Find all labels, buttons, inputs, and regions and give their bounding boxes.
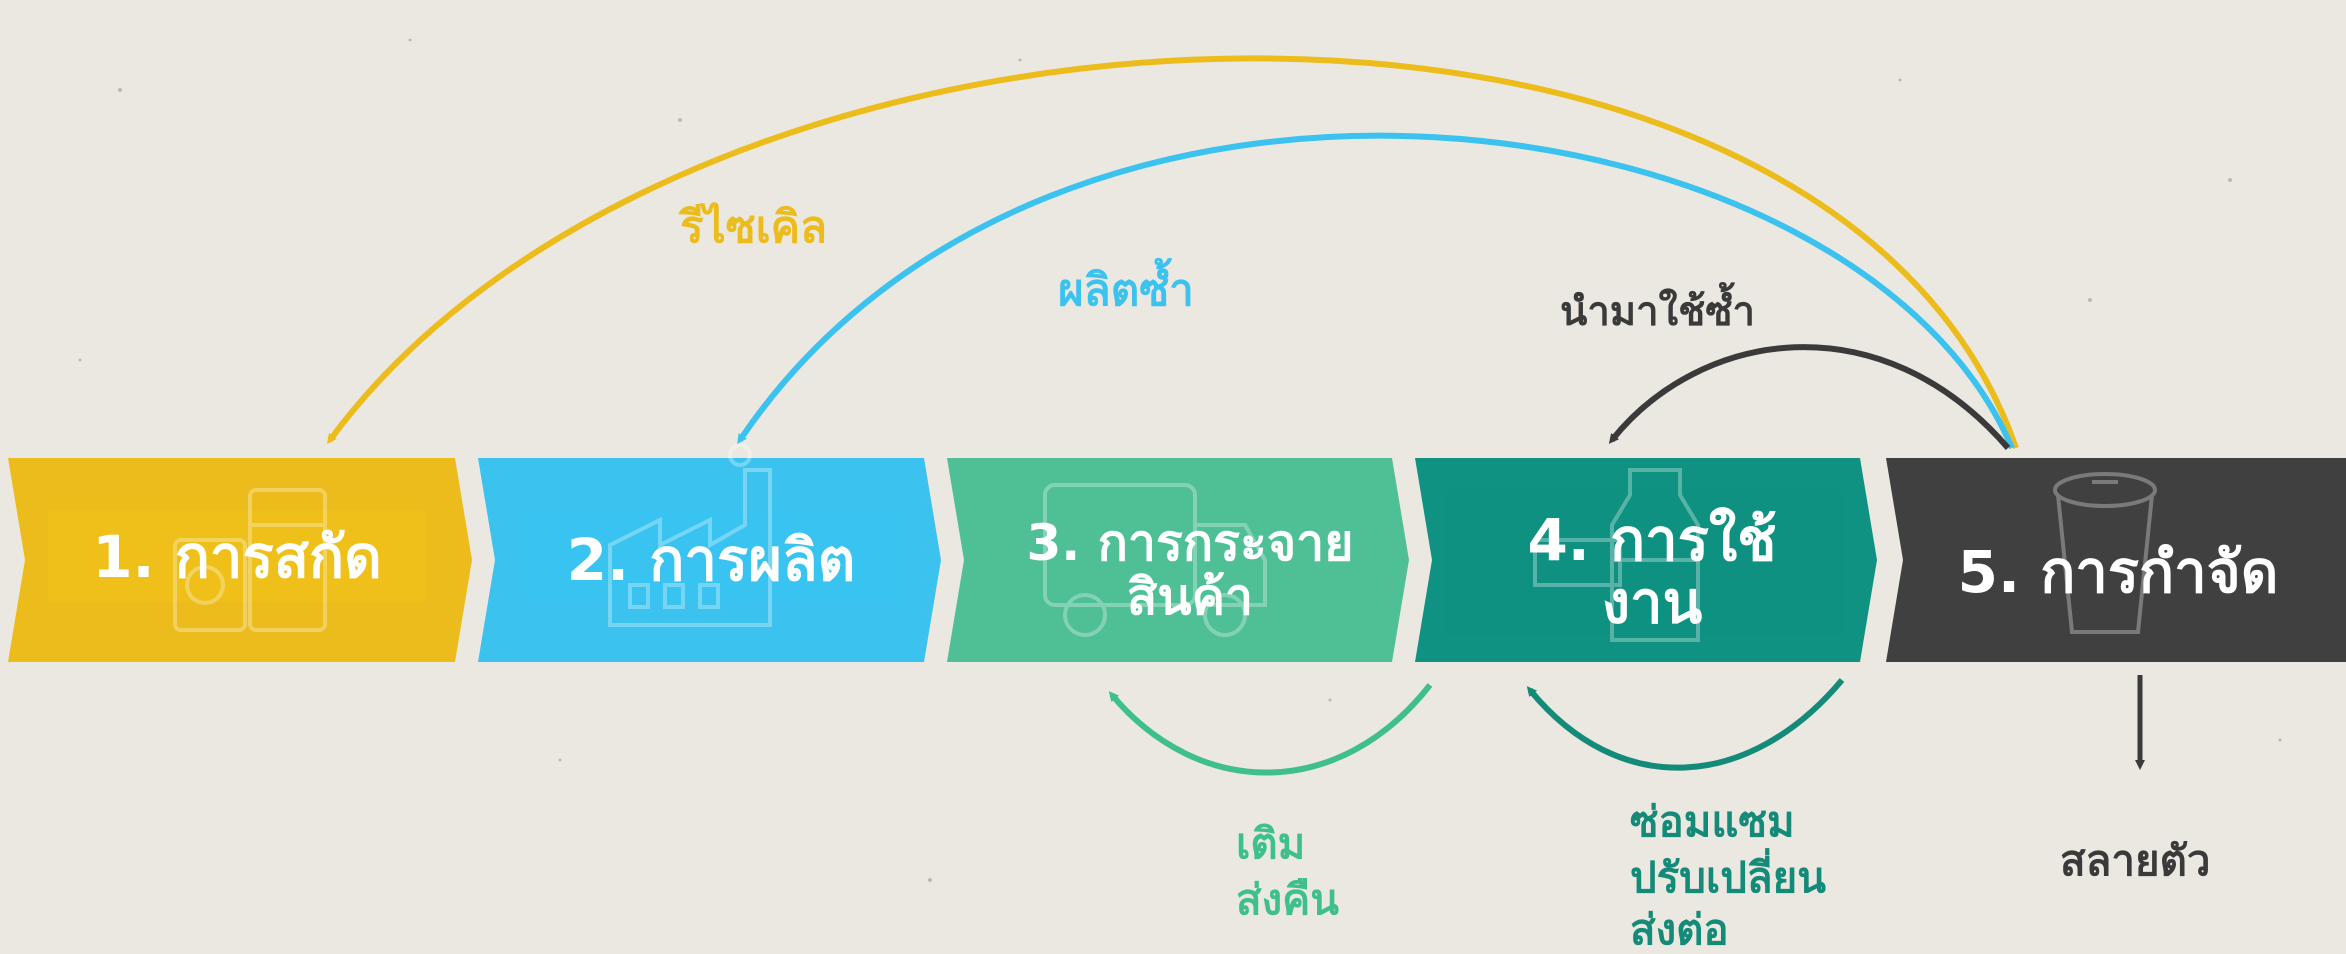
stage-use: 4. การใช้งาน [1415, 458, 1877, 662]
stage-production-label-backdrop [523, 510, 903, 602]
stage-label-line: 1. การสกัด [92, 523, 382, 591]
reuse-loop-label: นำมาใช้ซ้ำ [1560, 282, 1755, 335]
decompose: สลายตัว [2060, 675, 2210, 885]
loop-remanufacture: ผลิตซ้ำ [737, 132, 2015, 450]
stage-disposal-label: 5. การกำจัด [1958, 538, 2279, 606]
stage-use-label: 4. การใช้งาน [1527, 506, 1776, 637]
stage-disposal: 5. การกำจัด [1886, 458, 2346, 662]
trash-bin-icon [2053, 472, 2157, 634]
remanufacture-loop-arrow [737, 132, 2015, 450]
stage-label-line: 3. การกระจาย [1026, 514, 1353, 572]
refill-return-loop-arrow [1108, 683, 1433, 776]
decompose-label: สลายตัว [2060, 836, 2210, 885]
refill-return-line-1: เติม [1236, 819, 1305, 868]
loop-recycle: รีไซเคิล [327, 55, 2019, 449]
stage-production-label: 2. การผลิต [567, 526, 856, 594]
stage-label-line: สินค้า [1127, 568, 1253, 626]
refill-return-loop-label: เติม ส่งคืน [1236, 819, 1339, 924]
stage-distribution-label: 3. การกระจายสินค้า [1026, 514, 1353, 626]
remanufacture-loop-label: ผลิตซ้ำ [1058, 257, 1194, 316]
stage-extraction: 1. การสกัด [8, 458, 472, 662]
repair-line-1: ซ่อมแซม [1630, 797, 1795, 846]
truck-icon [1043, 483, 1267, 637]
recycle-loop-label: รีไซเคิล [678, 201, 827, 253]
stage-label-line: 4. การใช้ [1527, 506, 1776, 574]
stage-extraction-label-backdrop [48, 510, 426, 602]
stage-distribution-chevron [947, 458, 1409, 662]
stage-use-chevron [1415, 458, 1877, 662]
repair-line-2: ปรับเปลี่ยน [1630, 848, 1826, 902]
factory-icon [608, 443, 772, 627]
stage-label-line: งาน [1602, 569, 1703, 637]
repair-line-3: ส่งต่อ [1630, 905, 1729, 954]
recycle-loop-arrow [327, 55, 2019, 449]
stage-label-line: 2. การผลิต [567, 526, 856, 594]
repair-loop-label: ซ่อมแซม ปรับเปลี่ยน ส่งต่อ [1630, 797, 1841, 954]
refill-return-line-2: ส่งคืน [1236, 875, 1339, 924]
stage-disposal-chevron [1886, 458, 2346, 662]
loop-repair: ซ่อมแซม ปรับเปลี่ยน ส่งต่อ [1526, 678, 1845, 954]
extraction-icon [173, 488, 327, 632]
stage-extraction-label: 1. การสกัด [92, 523, 382, 591]
reuse-loop-arrow [1608, 344, 2011, 450]
stage-production: 2. การผลิต [478, 443, 941, 662]
stage-label-line: 5. การกำจัด [1958, 538, 2279, 606]
bottle-icon [1533, 468, 1700, 642]
loop-reuse: นำมาใช้ซ้ำ [1560, 282, 2011, 450]
stage-use-label-backdrop [1445, 490, 1845, 635]
loop-refill-return: เติม ส่งคืน [1108, 683, 1433, 924]
stage-distribution: 3. การกระจายสินค้า [947, 458, 1409, 662]
repair-loop-arrow [1526, 678, 1845, 771]
